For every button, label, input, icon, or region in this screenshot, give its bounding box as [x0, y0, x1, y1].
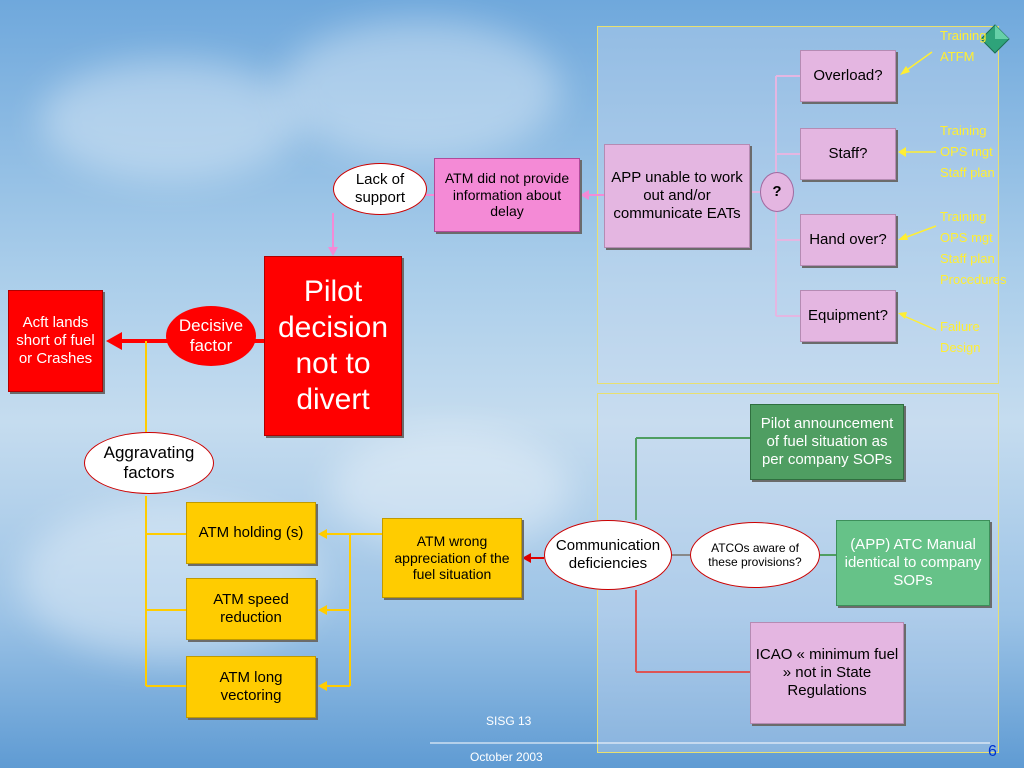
equipment-notes: Failure Design	[940, 316, 980, 358]
aggravating-factors-oval: Aggravating factors	[84, 432, 214, 494]
atm-no-info-box: ATM did not provide information about de…	[434, 158, 580, 232]
icao-box: ICAO « minimum fuel » not in State Regul…	[750, 622, 904, 724]
note-item: Procedures	[940, 272, 1007, 287]
hand-over-box: Hand over?	[800, 214, 896, 266]
footer-date: October 2003	[470, 750, 543, 764]
overload-notes: Training ATFM	[940, 25, 986, 67]
note-item: Training	[940, 209, 987, 224]
lack-of-support-oval: Lack of support	[333, 163, 427, 215]
pilot-announcement-box: Pilot announcement of fuel situation as …	[750, 404, 904, 480]
atm-holding-box: ATM holding (s)	[186, 502, 316, 564]
staff-box: Staff?	[800, 128, 896, 180]
outcome-box: Acft lands short of fuel or Crashes	[8, 290, 103, 392]
atm-vectoring-box: ATM long vectoring	[186, 656, 316, 718]
background-cloud	[40, 60, 300, 180]
footer-event: SISG 13	[486, 714, 532, 728]
diamond-logo-icon	[980, 24, 1010, 54]
note-item: OPS mgt	[940, 144, 993, 159]
note-item: Training	[940, 123, 987, 138]
note-item: Training	[940, 28, 987, 43]
equipment-box: Equipment?	[800, 290, 896, 342]
decisive-factor-oval: Decisive factor	[166, 306, 256, 366]
page-number: 6	[988, 743, 997, 760]
overload-box: Overload?	[800, 50, 896, 102]
atcos-aware-oval: ATCOs aware of these provisions?	[690, 522, 820, 588]
note-item: Staff plan	[940, 251, 995, 266]
question-oval: ?	[760, 172, 794, 212]
hand-over-notes: Training OPS mgt Staff plan Procedures	[940, 206, 1006, 290]
note-item: Design	[940, 340, 981, 355]
note-item: Staff plan	[940, 165, 995, 180]
atm-wrong-appreciation-box: ATM wrong appreciation of the fuel situa…	[382, 518, 522, 598]
app-unable-box: APP unable to work out and/or communicat…	[604, 144, 750, 248]
staff-notes: Training OPS mgt Staff plan	[940, 120, 995, 183]
pilot-decision-box: Pilot decision not to divert	[264, 256, 402, 436]
background-cloud	[280, 20, 560, 160]
note-item: OPS mgt	[940, 230, 993, 245]
note-item: ATFM	[940, 49, 975, 64]
atc-manual-box: (APP) ATC Manual identical to company SO…	[836, 520, 990, 606]
atm-speed-box: ATM speed reduction	[186, 578, 316, 640]
communication-deficiencies-oval: Communication deficiencies	[544, 520, 672, 590]
note-item: Failure	[940, 319, 980, 334]
